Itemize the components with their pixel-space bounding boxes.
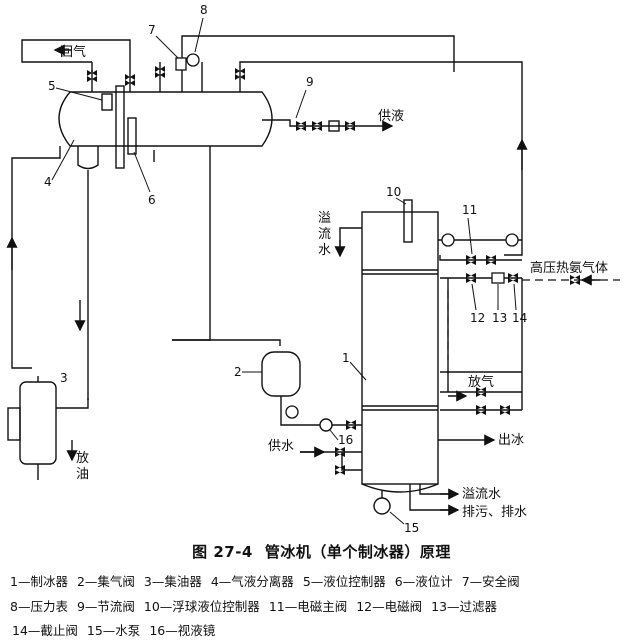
- pressure-gauge: [186, 53, 200, 67]
- legend-item: 6—液位计: [394, 574, 453, 589]
- legend-item: 8—压力表: [10, 599, 68, 614]
- filter: [491, 272, 505, 284]
- label-oil-drain: 放油: [76, 451, 89, 482]
- callout-10: 10: [386, 185, 401, 199]
- oil-collector: [19, 381, 57, 465]
- callout-11: 11: [462, 203, 477, 217]
- figure-number: 图 27-4: [192, 543, 253, 561]
- label-drain: 排污、排水: [462, 505, 527, 520]
- callout-4: 4: [44, 175, 52, 189]
- label-water-supply: 供水: [268, 439, 294, 454]
- callout-14: 14: [512, 311, 527, 325]
- figure-caption: 图 27-4 管冰机（单个制冰器）原理: [0, 541, 643, 562]
- level-gauge: [127, 117, 137, 155]
- legend-item: 14—截止阀: [12, 623, 78, 638]
- ice-maker: [361, 211, 439, 485]
- legend-item: 4—气液分离器: [210, 574, 294, 589]
- label-overflow-water: 溢流水: [462, 487, 501, 502]
- legend-item: 12—电磁阀: [356, 599, 423, 614]
- gas-liquid-separator: [58, 91, 273, 147]
- legend-item: 1—制冰器: [10, 574, 68, 589]
- label-high-pressure-ammonia: 高压热氨气体: [530, 260, 608, 276]
- legend-item: 9—节流阀: [76, 599, 135, 614]
- legend-item: 2—集气阀: [76, 574, 135, 589]
- legend-item: 11—电磁主阀: [268, 599, 348, 614]
- callout-6: 6: [148, 193, 156, 207]
- safety-valve: [175, 57, 187, 71]
- callout-16: 16: [338, 433, 353, 447]
- callout-1: 1: [342, 351, 350, 365]
- sight-glass: [319, 418, 333, 432]
- legend-item: 10—浮球液位控制器: [143, 599, 260, 614]
- legend-item: 3—集油器: [143, 574, 202, 589]
- callout-3: 3: [60, 371, 68, 385]
- water-pump: [373, 497, 391, 515]
- legend-line-1: 1—制冰器 2—集气阀 3—集油器 4—气液分离器 5—液位控制器 6—液位计 7—安全阀: [10, 571, 635, 590]
- tube-ice-machine-diagram: 回气 供液 高压热氨气体 放气 出冰 供水 溢流水 排污、排水 溢流水 放油 1…: [6, 3, 620, 535]
- label-ice-out: 出冰: [498, 433, 524, 448]
- callout-13: 13: [492, 311, 507, 325]
- legend-item: 5—液位控制器: [302, 574, 386, 589]
- callout-2: 2: [234, 365, 242, 379]
- level-controller: [101, 93, 113, 111]
- legend-line-2: 8—压力表 9—节流阀 10—浮球液位控制器 11—电磁主阀 12—电磁阀 13—过滤器: [10, 596, 635, 615]
- callout-15: 15: [404, 521, 419, 535]
- legend-item: 13—过滤器: [431, 599, 498, 614]
- legend-item: 7—安全阀: [461, 574, 520, 589]
- figure-title: 管冰机（单个制冰器）原理: [264, 543, 451, 561]
- gas-collector: [261, 351, 301, 397]
- callout-12: 12: [470, 311, 485, 325]
- label-supply-liquid: 供液: [378, 109, 404, 124]
- callout-8: 8: [200, 3, 208, 17]
- callout-9: 9: [306, 75, 314, 89]
- legend-line-3: 14—截止阀 15—水泵 16—视液镜: [12, 620, 637, 639]
- callout-7: 7: [148, 23, 156, 37]
- label-vent: 放气: [468, 374, 494, 390]
- legend-item: 15—水泵: [86, 623, 141, 638]
- float-level-controller: [403, 199, 413, 243]
- legend-item: 16—视液镜: [149, 623, 216, 638]
- callout-5: 5: [48, 79, 56, 93]
- label-return-gas: 回气: [60, 44, 86, 60]
- label-overflow-water-vertical: 溢流水: [318, 211, 331, 258]
